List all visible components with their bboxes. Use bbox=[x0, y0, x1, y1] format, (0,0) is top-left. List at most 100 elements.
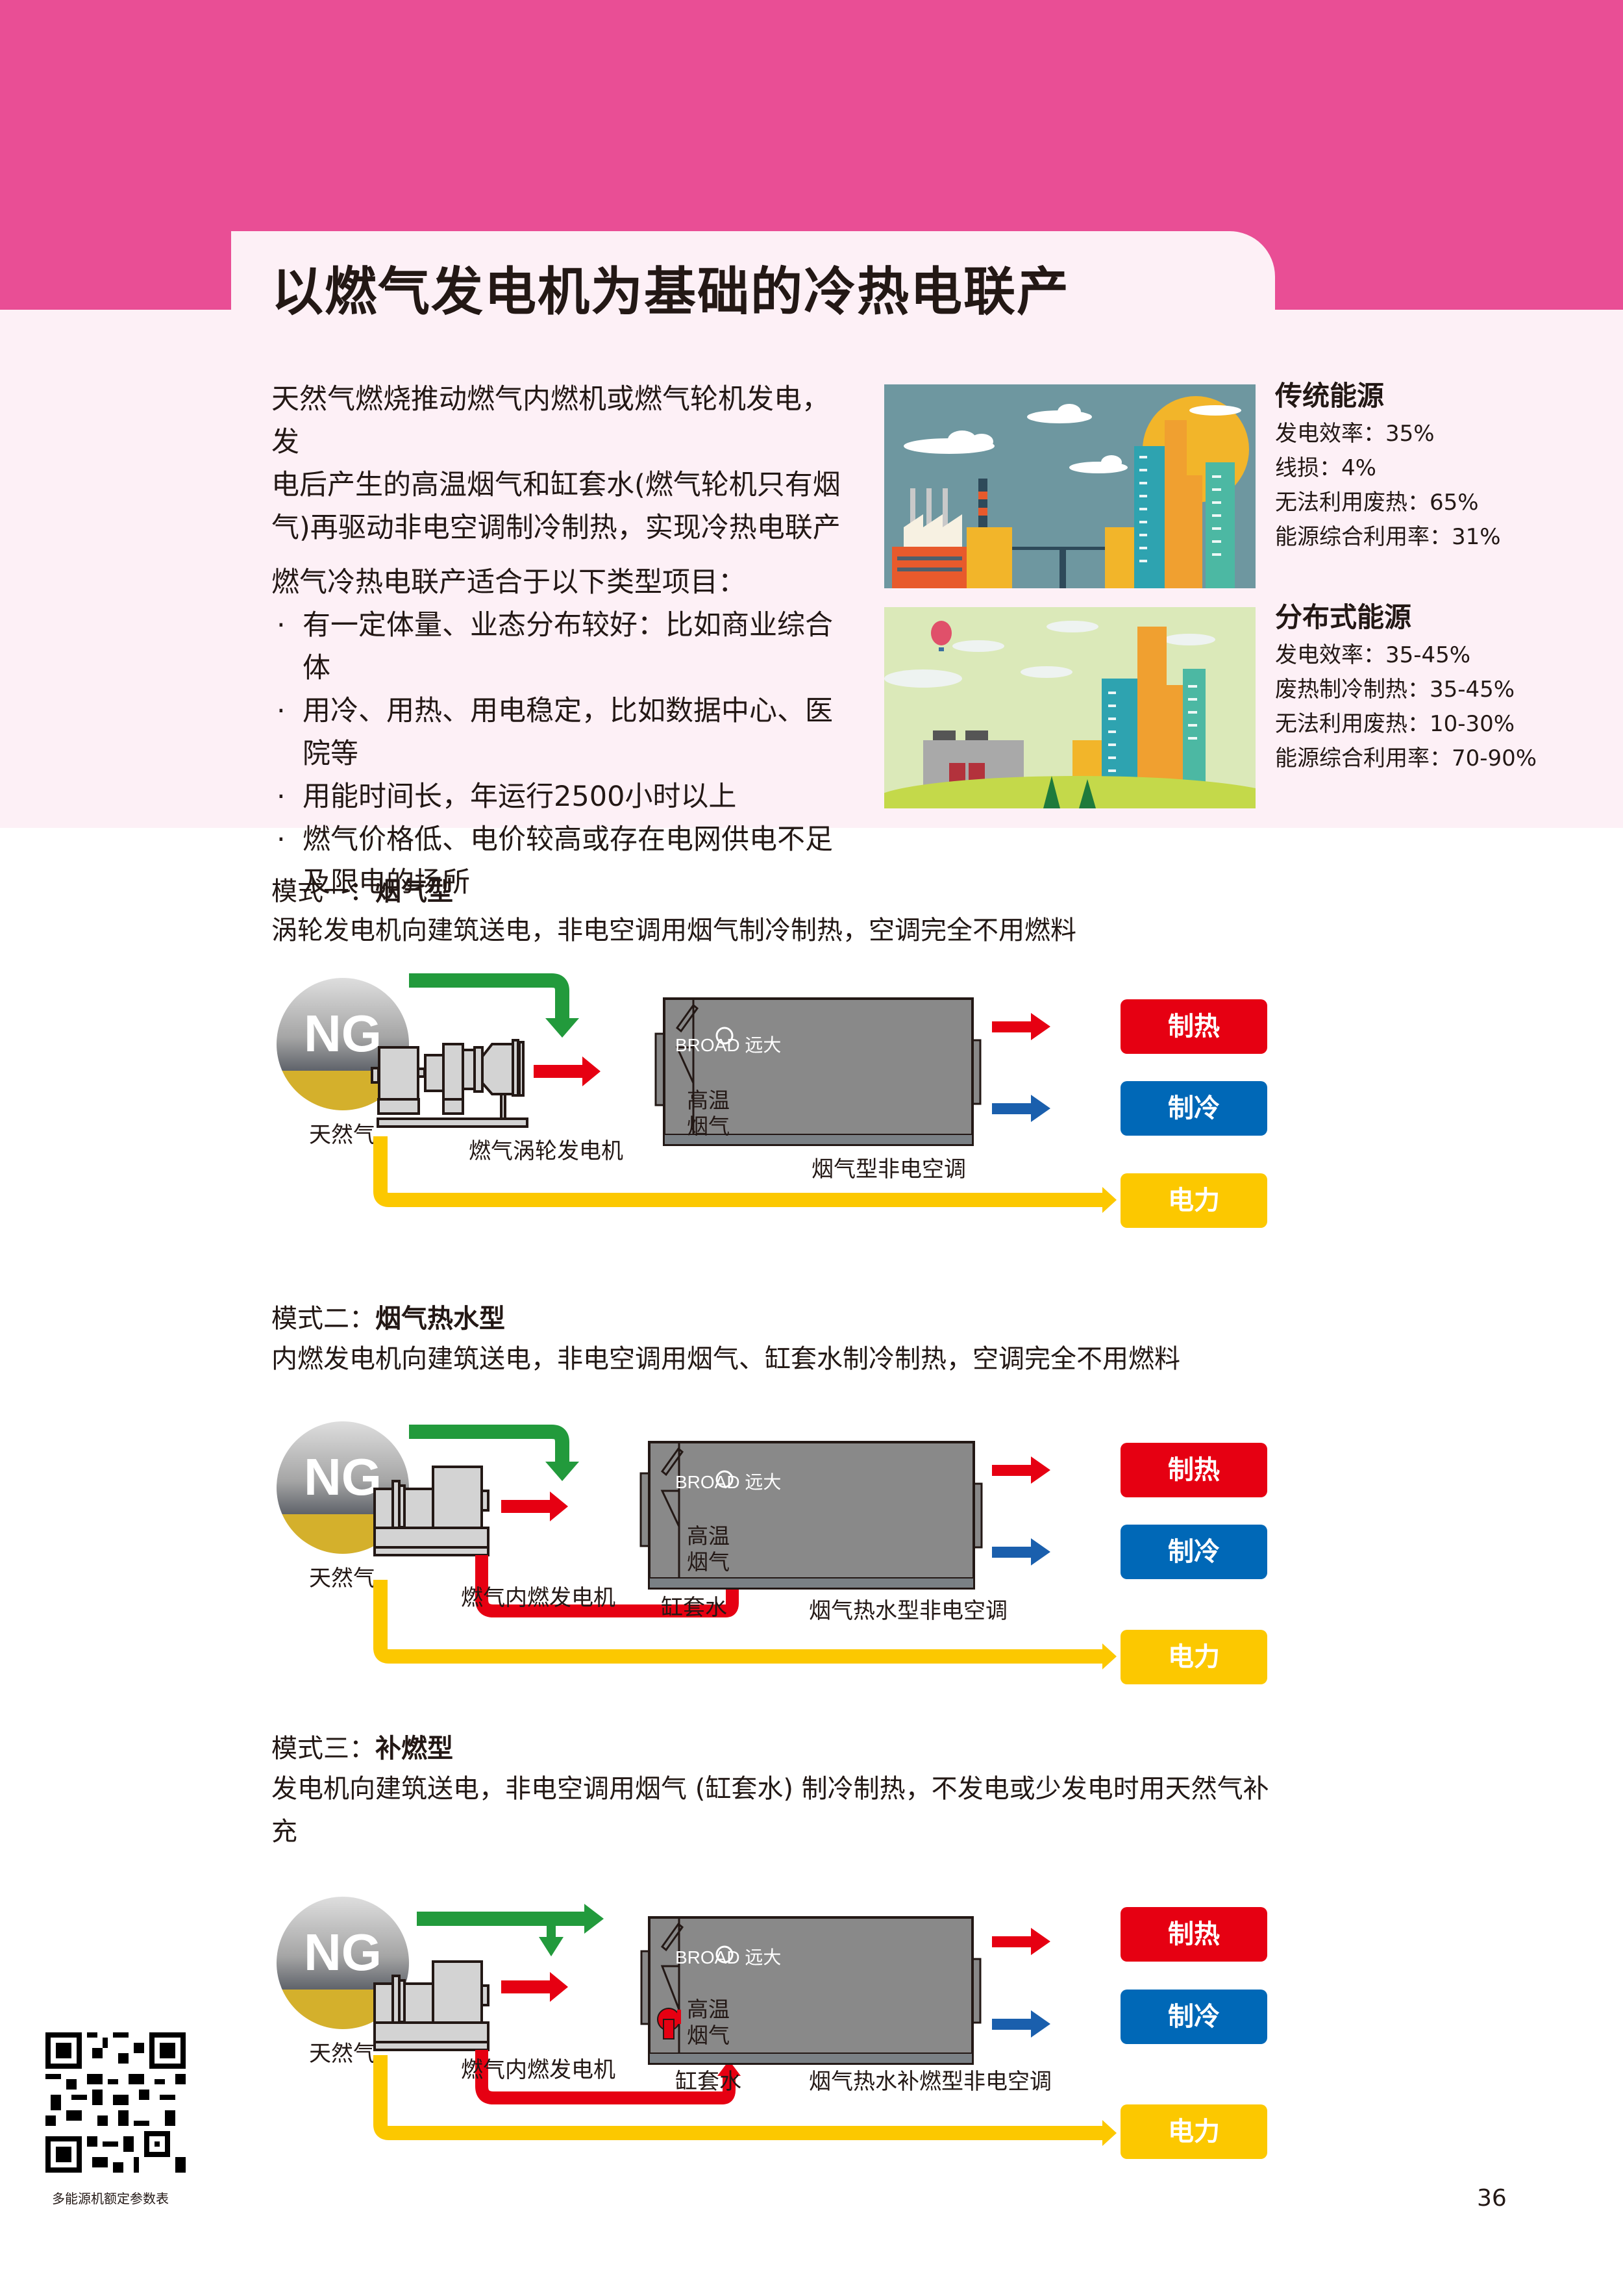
gas-flow-arrowhead bbox=[584, 1904, 604, 1934]
mode-2-description: 内燃发电机向建筑送电，非电空调用烟气、缸套水制冷制热，空调完全不用燃料 bbox=[271, 1344, 1180, 1374]
chiller-unit-icon bbox=[639, 1441, 983, 1590]
list-item: 用冷、用热、用电稳定，比如数据中心、医院等 bbox=[271, 690, 856, 775]
gas-flow-arrowhead bbox=[545, 1018, 579, 1038]
power-output: 电力 bbox=[1121, 1173, 1267, 1228]
generator-label: 燃气内燃发电机 bbox=[461, 1585, 615, 1611]
mode-prefix: 模式一： bbox=[271, 877, 375, 906]
broad-logo: BROAD 远大 bbox=[675, 1035, 782, 1055]
stat-row: 无法利用废热：65% bbox=[1275, 490, 1479, 516]
gas-turbine-generator-icon bbox=[371, 1039, 528, 1128]
gas-flow-arrow bbox=[409, 1425, 569, 1463]
chiller-unit-icon bbox=[640, 1916, 982, 2065]
jacket-water-label: 缸套水 bbox=[661, 1595, 727, 1621]
power-arrowhead bbox=[1102, 2120, 1117, 2146]
flue-label-line: 高温 bbox=[687, 1088, 730, 1113]
generator-label: 燃气内燃发电机 bbox=[461, 2057, 615, 2083]
broad-logo: BROAD 远大 bbox=[675, 1472, 782, 1492]
flue-gas-arrow bbox=[534, 1056, 601, 1086]
title-tab bbox=[231, 231, 1275, 329]
ng-label: NG bbox=[304, 1004, 382, 1062]
list-item: 有一定体量、业态分布较好：比如商业综合体 bbox=[271, 604, 856, 690]
chiller-unit-icon bbox=[654, 997, 982, 1146]
mode-name: 烟气型 bbox=[375, 877, 453, 906]
cooling-output: 制冷 bbox=[1121, 1525, 1267, 1579]
cooling-output: 制冷 bbox=[1121, 1081, 1267, 1136]
natural-gas-icon: NG bbox=[277, 978, 409, 1110]
flue-gas-label: 高温 烟气 bbox=[687, 1997, 730, 2049]
chiller-label: 烟气型非电空调 bbox=[812, 1156, 966, 1182]
power-arrowhead bbox=[1102, 1187, 1117, 1213]
page-number: 36 bbox=[1477, 2185, 1507, 2212]
mode-2-diagram: NG 天然气 BROAD 远大 燃气内燃发电 bbox=[266, 1404, 1279, 1684]
natural-gas-label: 天然气 bbox=[309, 2041, 375, 2067]
mode-1-title: 模式一：烟气型 bbox=[271, 870, 453, 908]
flue-label-line: 高温 bbox=[687, 1997, 730, 2022]
jacket-water-arrow bbox=[475, 2050, 736, 2104]
stat-row: 能源综合利用率：31% bbox=[1275, 524, 1501, 550]
flue-gas-arrow bbox=[501, 1491, 568, 1521]
stat-row: 能源综合利用率：70-90% bbox=[1275, 745, 1537, 771]
mode-1-description: 涡轮发电机向建筑送电，非电空调用烟气制冷制热，空调完全不用燃料 bbox=[271, 916, 1076, 945]
suitability-list: 有一定体量、业态分布较好：比如商业综合体 用冷、用热、用电稳定，比如数据中心、医… bbox=[271, 604, 856, 904]
flue-label-line: 烟气 bbox=[687, 1549, 730, 1575]
flue-label-line: 烟气 bbox=[687, 1114, 730, 1139]
cool-output-arrow bbox=[992, 2010, 1050, 2038]
heat-output-arrow bbox=[992, 1013, 1050, 1040]
stat-row: 发电效率：35% bbox=[1275, 421, 1435, 447]
burner-icon bbox=[657, 2008, 681, 2040]
heat-output-arrow bbox=[992, 1928, 1050, 1955]
cool-output-arrow bbox=[992, 1095, 1050, 1122]
heating-output: 制热 bbox=[1121, 1443, 1267, 1497]
intro-line: 电后产生的高温烟气和缸套水(燃气轮机只有烟 bbox=[271, 469, 841, 501]
power-flow-line bbox=[373, 2055, 1104, 2140]
stat-row: 无法利用废热：10-30% bbox=[1275, 711, 1515, 737]
mode-name: 补燃型 bbox=[375, 1734, 453, 1764]
mode-2-title: 模式二：烟气热水型 bbox=[271, 1297, 505, 1335]
gas-engine-generator-icon bbox=[373, 1960, 489, 2051]
flue-gas-label: 高温 烟气 bbox=[687, 1523, 730, 1575]
heating-output: 制热 bbox=[1121, 999, 1267, 1054]
heating-output: 制热 bbox=[1121, 1907, 1267, 1962]
gas-flow-arrowhead bbox=[545, 1462, 579, 1481]
power-arrowhead bbox=[1102, 1643, 1117, 1669]
flue-label-line: 烟气 bbox=[687, 2023, 730, 2048]
stat-row: 发电效率：35-45% bbox=[1275, 642, 1471, 668]
natural-gas-label: 天然气 bbox=[309, 1122, 375, 1148]
flue-gas-arrow bbox=[501, 1972, 568, 2002]
chiller-label: 烟气热水补燃型非电空调 bbox=[809, 2069, 1052, 2095]
distributed-energy-stats: 分布式能源 发电效率：35-45% 废热制冷制热：35-45% 无法利用废热：1… bbox=[1275, 599, 1587, 776]
cooling-output: 制冷 bbox=[1121, 1990, 1267, 2044]
power-output: 电力 bbox=[1121, 1630, 1267, 1684]
jacket-water-arrow bbox=[475, 1555, 739, 1617]
power-output: 电力 bbox=[1121, 2104, 1267, 2159]
ng-label: NG bbox=[304, 1923, 382, 1981]
flue-gas-label: 高温 烟气 bbox=[687, 1088, 730, 1140]
mode-3-description: 发电机向建筑送电，非电空调用烟气 (缸套水) 制冷制热，不发电或少发电时用天然气… bbox=[271, 1774, 1269, 1847]
list-heading: 燃气冷热电联产适合于以下类型项目： bbox=[271, 566, 746, 599]
cool-output-arrow bbox=[992, 1538, 1050, 1566]
mode-prefix: 模式二： bbox=[271, 1304, 375, 1334]
chiller-label: 烟气热水型非电空调 bbox=[809, 1598, 1008, 1624]
list-item: 燃气价格低、电价较高或存在电网供电不足及限电的场所 bbox=[271, 818, 856, 904]
intro-line: 气)再驱动非电空调制冷制热，实现冷热电联产 bbox=[271, 512, 841, 544]
distributed-city-illustration bbox=[884, 607, 1256, 808]
jacket-water-label: 缸套水 bbox=[675, 2069, 741, 2095]
ng-label: NG bbox=[304, 1448, 382, 1506]
list-item: 用能时间长，年运行2500小时以上 bbox=[271, 775, 856, 818]
heat-output-arrow bbox=[992, 1456, 1050, 1484]
qr-code[interactable] bbox=[45, 2032, 186, 2173]
broad-logo: BROAD 远大 bbox=[675, 1947, 782, 1967]
gas-branch-arrowhead bbox=[539, 1937, 564, 1956]
mode-1-diagram: NG 天然气 bbox=[266, 961, 1279, 1234]
stats-title: 传统能源 bbox=[1275, 380, 1385, 412]
generator-label: 燃气涡轮发电机 bbox=[469, 1138, 623, 1164]
page-title: 以燃气发电机为基础的冷热电联产 bbox=[271, 262, 1070, 322]
stat-row: 废热制冷制热：35-45% bbox=[1275, 677, 1515, 703]
mode-name: 烟气热水型 bbox=[375, 1304, 505, 1334]
mode-prefix: 模式三： bbox=[271, 1734, 375, 1764]
stat-row: 线损：4% bbox=[1275, 455, 1376, 481]
mode-3-diagram: NG 天然气 bbox=[266, 1880, 1279, 2159]
mode-3-title: 模式三：补燃型 bbox=[271, 1727, 453, 1765]
power-flow-line bbox=[373, 1580, 1104, 1664]
intro-text: 天然气燃烧推动燃气内燃机或燃气轮机发电，发 电后产生的高温烟气和缸套水(燃气轮机… bbox=[271, 378, 856, 904]
